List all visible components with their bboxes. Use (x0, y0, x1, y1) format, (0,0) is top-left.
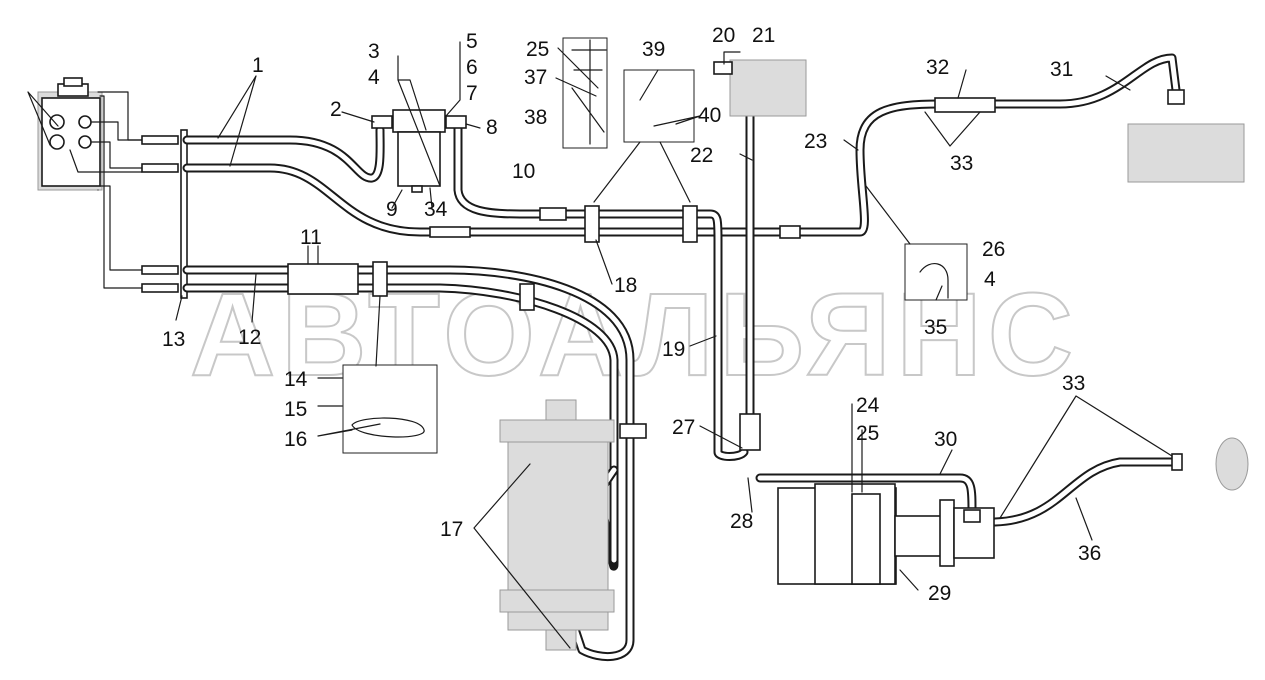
inset-clamp-parts (342, 364, 438, 454)
tee-32 (934, 97, 996, 113)
callout-2: 2 (330, 98, 342, 121)
clamp (619, 423, 647, 439)
callout-6: 6 (466, 56, 478, 79)
callout-26: 26 (982, 238, 1005, 261)
callout-39: 39 (642, 38, 665, 61)
callout-12: 12 (238, 326, 261, 349)
inset-fitting (904, 243, 968, 301)
callout-5: 5 (466, 30, 478, 53)
callout-7: 7 (466, 82, 478, 105)
callout-4: 4 (368, 66, 380, 89)
callout-14: 14 (284, 368, 308, 391)
callout-3: 3 (368, 40, 380, 63)
callout-16: 16 (284, 428, 307, 451)
callout-30: 30 (934, 428, 957, 451)
clamp (372, 261, 388, 297)
callout-37: 37 (524, 66, 547, 89)
clamp (584, 205, 600, 243)
callout-29: 29 (928, 582, 951, 605)
fitting-part (919, 263, 949, 299)
bolt-parts (571, 39, 607, 145)
callout-33: 33 (950, 152, 973, 175)
callout-17: 17 (440, 518, 463, 541)
fitting (429, 226, 471, 238)
callout-9: 9 (386, 198, 398, 221)
fitting-20 (713, 61, 733, 75)
callout-32: 32 (926, 56, 949, 79)
callout-25-second: 25 (856, 422, 879, 445)
fitting (539, 207, 567, 221)
callout-25: 25 (526, 38, 549, 61)
fitting (779, 225, 801, 239)
callout-23: 23 (804, 130, 827, 153)
control-valve-block (27, 77, 143, 191)
callout-4-second: 4 (984, 268, 996, 291)
steering-unit (1215, 437, 1249, 491)
part-21-box (729, 59, 807, 117)
inset-bracket (623, 69, 695, 143)
clip-part (351, 417, 425, 438)
fitting (1167, 89, 1185, 105)
callout-35: 35 (924, 316, 947, 339)
callout-11: 11 (300, 226, 322, 249)
callout-1: 1 (252, 54, 264, 77)
fitting-11 (287, 263, 359, 295)
inset-bolt-stack (562, 37, 608, 149)
callout-28: 28 (730, 510, 753, 533)
callout-33-second: 33 (1062, 372, 1085, 395)
callout-20: 20 (712, 24, 735, 47)
callout-24: 24 (856, 394, 880, 417)
tee-27 (739, 413, 761, 451)
hydraulic-tank (499, 399, 615, 651)
leader-lines (175, 41, 1173, 649)
fitting (1171, 453, 1183, 471)
clamp (682, 205, 698, 243)
callout-36: 36 (1078, 542, 1101, 565)
filter (371, 109, 467, 193)
callout-38: 38 (524, 106, 547, 129)
callout-31: 31 (1050, 58, 1073, 81)
hydraulic-pump (777, 483, 995, 585)
callout-22: 22 (690, 144, 713, 167)
callout-10: 10 (512, 160, 535, 183)
clamp (519, 283, 535, 311)
callout-40: 40 (698, 104, 721, 127)
callout-15: 15 (284, 398, 307, 421)
callout-18: 18 (614, 274, 637, 297)
callout-21: 21 (752, 24, 775, 47)
callout-13: 13 (162, 328, 185, 351)
callout-27: 27 (672, 416, 695, 439)
left-hose-group (69, 95, 188, 299)
callout-19: 19 (662, 338, 685, 361)
steering-cylinder (1127, 123, 1245, 183)
callout-labels: 1 2 3 4 5 6 7 8 9 10 11 12 13 14 15 16 1… (162, 24, 1101, 605)
callout-34: 34 (424, 198, 448, 221)
callout-8: 8 (486, 116, 498, 139)
